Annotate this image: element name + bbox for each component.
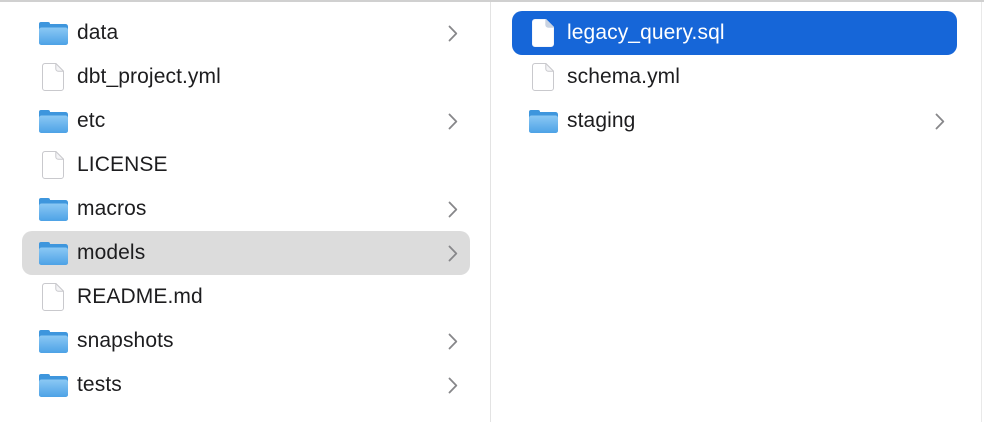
chevron-right-icon bbox=[448, 25, 458, 42]
file-row-data[interactable]: data bbox=[22, 11, 470, 55]
file-row-models-selected[interactable]: models bbox=[22, 231, 470, 275]
document-icon bbox=[38, 62, 68, 92]
file-name-label: etc bbox=[77, 109, 106, 132]
chevron-right-icon bbox=[448, 333, 458, 350]
chevron-right-icon bbox=[448, 377, 458, 394]
file-row-readme-md[interactable]: README.md bbox=[22, 275, 470, 319]
document-icon bbox=[528, 18, 558, 48]
file-name-label: legacy_query.sql bbox=[567, 21, 725, 44]
file-name-label: snapshots bbox=[77, 329, 174, 352]
document-icon bbox=[38, 150, 68, 180]
file-name-label: dbt_project.yml bbox=[77, 65, 221, 88]
file-row-tests[interactable]: tests bbox=[22, 363, 470, 407]
file-name-label: README.md bbox=[77, 285, 203, 308]
file-row-schema-yml[interactable]: schema.yml bbox=[512, 55, 957, 99]
file-row-license[interactable]: LICENSE bbox=[22, 143, 470, 187]
file-row-staging[interactable]: staging bbox=[512, 99, 957, 143]
file-row-macros[interactable]: macros bbox=[22, 187, 470, 231]
folder-icon bbox=[38, 370, 68, 400]
file-name-label: data bbox=[77, 21, 119, 44]
file-row-snapshots[interactable]: snapshots bbox=[22, 319, 470, 363]
chevron-right-icon bbox=[935, 113, 945, 130]
file-name-label: tests bbox=[77, 373, 122, 396]
chevron-right-icon bbox=[448, 245, 458, 262]
folder-icon bbox=[38, 18, 68, 48]
file-name-label: models bbox=[77, 241, 146, 264]
document-icon bbox=[38, 282, 68, 312]
chevron-right-icon bbox=[448, 201, 458, 218]
file-name-label: LICENSE bbox=[77, 153, 168, 176]
file-row-dbt-project-yml[interactable]: dbt_project.yml bbox=[22, 55, 470, 99]
file-name-label: macros bbox=[77, 197, 147, 220]
folder-icon bbox=[528, 106, 558, 136]
folder-icon bbox=[38, 326, 68, 356]
folder-icon bbox=[38, 106, 68, 136]
file-row-etc[interactable]: etc bbox=[22, 99, 470, 143]
document-icon bbox=[528, 62, 558, 92]
folder-icon bbox=[38, 238, 68, 268]
finder-column-parent: data dbt_project.yml etc LICENSE bbox=[0, 2, 491, 422]
chevron-right-icon bbox=[448, 113, 458, 130]
folder-icon bbox=[38, 194, 68, 224]
finder-column-child: legacy_query.sql schema.yml staging bbox=[492, 2, 982, 422]
file-row-legacy-query-sql-selected[interactable]: legacy_query.sql bbox=[512, 11, 957, 55]
file-name-label: staging bbox=[567, 109, 636, 132]
file-name-label: schema.yml bbox=[567, 65, 681, 88]
top-border-line bbox=[0, 0, 984, 2]
